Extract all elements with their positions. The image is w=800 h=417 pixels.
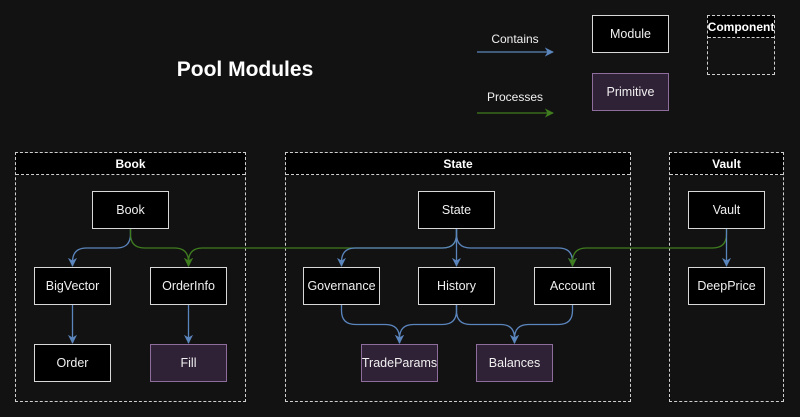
node-fill[interactable]: Fill (150, 344, 227, 382)
legend-module-box: Module (592, 15, 669, 53)
group-vault-header: Vault (670, 153, 783, 175)
edge-governance-to-tradeparams (340, 305, 405, 344)
node-order[interactable]: Order (34, 344, 111, 382)
node-state[interactable]: State (418, 191, 495, 229)
edge-state-to-account (455, 229, 578, 267)
node-governance[interactable]: Governance (303, 267, 380, 305)
edge-vault-to-account (567, 229, 728, 267)
node-account[interactable]: Account (534, 267, 611, 305)
node-deepprice[interactable]: DeepPrice (688, 267, 765, 305)
edge-history-to-tradeparams (394, 305, 458, 344)
node-balances[interactable]: Balances (476, 344, 553, 382)
group-book-header: Book (16, 153, 245, 175)
edge-book-to-bigvector (67, 229, 132, 267)
group-state: State (285, 152, 631, 402)
legend-component-label: Component (708, 16, 774, 38)
node-history[interactable]: History (418, 267, 495, 305)
group-vault: Vault (669, 152, 784, 402)
legend-contains-label: Contains (491, 32, 539, 46)
legend-processes-label: Processes (486, 90, 544, 104)
node-tradeparams[interactable]: TradeParams (361, 344, 438, 382)
edge-history-to-balances (455, 305, 520, 344)
group-book: Book (15, 152, 246, 402)
node-book[interactable]: Book (92, 191, 169, 229)
node-vault[interactable]: Vault (688, 191, 765, 229)
node-bigvector[interactable]: BigVector (34, 267, 111, 305)
edge-account-to-balances (509, 305, 574, 344)
legend-primitive-box: Primitive (592, 73, 669, 111)
group-state-header: State (286, 153, 630, 175)
edge-book-to-orderinfo (129, 229, 194, 267)
legend-component-box: Component (707, 15, 775, 75)
node-orderinfo[interactable]: OrderInfo (150, 267, 227, 305)
page-title: Pool Modules (176, 58, 314, 81)
edge-state-to-governance (336, 229, 458, 267)
